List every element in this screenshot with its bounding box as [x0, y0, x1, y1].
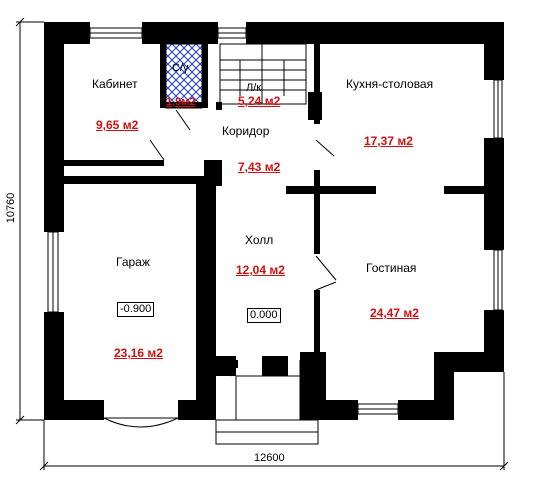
- windows: [47, 27, 503, 415]
- staircase: [219, 43, 307, 105]
- hall-name: Холл: [245, 233, 274, 247]
- wc-name: С/у: [172, 62, 189, 74]
- study-area: 9,65 м2: [96, 118, 139, 132]
- corridor-area: 7,43 м2: [238, 160, 281, 174]
- entrance-steps: [215, 375, 319, 445]
- stair-name: Л/к: [246, 82, 262, 94]
- interior-walls: [44, 44, 504, 368]
- door-swings: [149, 109, 337, 377]
- garage-area: 23,16 м2: [114, 346, 163, 360]
- dimension-lines: [15, 17, 509, 471]
- kitchen-area: 17,37 м2: [364, 134, 413, 148]
- living-name: Гостиная: [366, 261, 417, 275]
- corridor-name: Коридор: [222, 124, 270, 138]
- garage-door: [103, 417, 179, 428]
- study-name: Кабинет: [92, 77, 138, 91]
- hall-level: 0.000: [247, 308, 281, 323]
- living-area: 24,47 м2: [370, 306, 419, 320]
- wc-area: 1,9м2: [166, 96, 196, 108]
- stair-area: 5,24 м2: [238, 94, 281, 108]
- garage-name: Гараж: [116, 255, 150, 269]
- depth-dimension: 10760: [5, 192, 17, 224]
- width-dimension: 12600: [254, 452, 285, 464]
- kitchen-name: Кухня-столовая: [346, 77, 434, 91]
- hall-area: 12,04 м2: [236, 263, 285, 277]
- garage-level: -0.900: [117, 302, 155, 317]
- wc-hatch: [165, 43, 203, 109]
